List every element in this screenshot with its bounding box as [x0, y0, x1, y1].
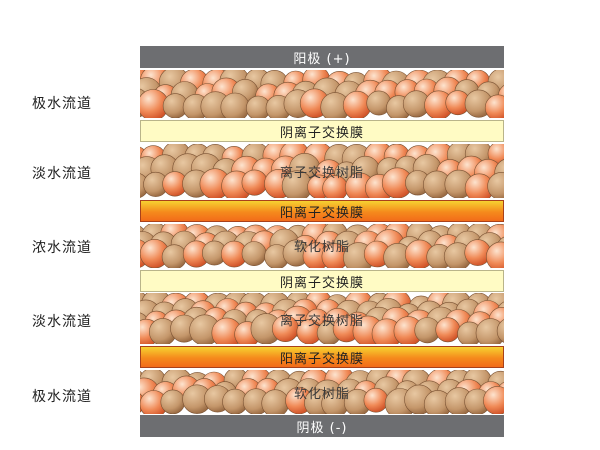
anion-membrane-1-label: 阴离子交换膜 — [279, 125, 364, 141]
bead-layer-dilute-1: 离子交换树脂 — [140, 144, 504, 198]
bead-cluster — [140, 224, 504, 268]
resin-bead — [496, 319, 504, 343]
bead-layer-dilute-2: 离子交换树脂 — [140, 293, 504, 344]
cathode-plate: 阴极 (-) — [140, 415, 504, 437]
anode-label: 阳极 (+) — [293, 51, 351, 67]
cation-membrane-2-label: 阳离子交换膜 — [279, 351, 364, 367]
channel-label-concentrate: 浓水流道 — [32, 240, 92, 256]
resin-bead — [435, 317, 461, 343]
resin-bead — [220, 92, 250, 118]
channel-label-electrode-bottom: 极水流道 — [32, 389, 92, 405]
resin-bead — [271, 315, 299, 342]
bead-cluster — [140, 293, 504, 344]
bead-layer-electrode-top — [140, 70, 504, 118]
channel-label-electrode-top: 极水流道 — [32, 96, 92, 112]
bead-layer-electrode-bottom: 软化树脂 — [140, 370, 504, 414]
cation-membrane-2: 阳离子交换膜 — [140, 346, 504, 368]
resin-bead — [261, 389, 290, 414]
bead-cluster — [140, 370, 504, 414]
resin-bead — [241, 241, 267, 267]
resin-bead — [484, 94, 504, 118]
resin-bead — [322, 175, 349, 198]
resin-bead — [486, 241, 504, 268]
resin-bead — [161, 244, 187, 268]
anion-membrane-2-label: 阴离子交换膜 — [279, 275, 364, 291]
resin-bead — [241, 169, 268, 196]
cation-membrane-1: 阳离子交换膜 — [140, 200, 504, 222]
anion-membrane-1: 阴离子交换膜 — [140, 120, 504, 142]
bead-cluster — [140, 70, 504, 118]
resin-bead — [483, 386, 504, 414]
channel-label-dilute-2: 淡水流道 — [32, 314, 92, 330]
anion-membrane-2: 阴离子交换膜 — [140, 270, 504, 292]
channel-label-dilute-1: 淡水流道 — [32, 166, 92, 182]
resin-bead — [475, 318, 504, 344]
cathode-label: 阴极 (-) — [296, 420, 348, 436]
cation-membrane-1-label: 阳离子交换膜 — [279, 205, 364, 221]
resin-bead — [487, 172, 504, 198]
bead-layer-concentrate: 软化树脂 — [140, 224, 504, 268]
resin-bead — [160, 389, 186, 414]
resin-bead — [363, 387, 389, 413]
anode-plate: 阳极 (+) — [140, 46, 504, 68]
bead-cluster — [140, 144, 504, 198]
